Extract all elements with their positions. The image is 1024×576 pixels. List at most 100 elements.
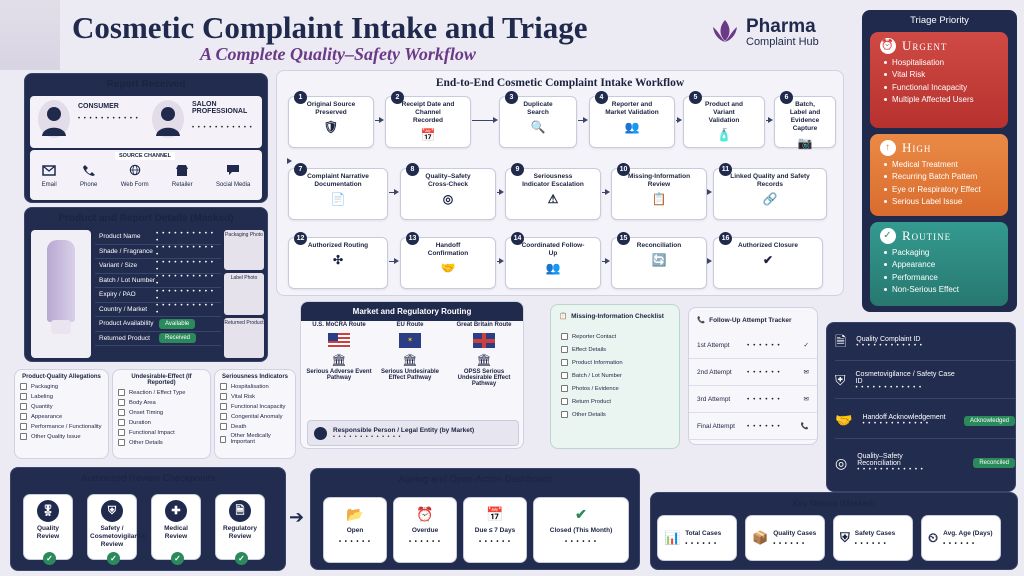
chat-bubble-icon (227, 165, 240, 175)
triage-priority-panel: Triage Priority ⏰Urgent Hospitalisation … (862, 10, 1017, 312)
handshake-icon: 🤝 (440, 261, 456, 275)
row-value: • • • • • • • • • • • (156, 302, 215, 317)
list-item: Functional Incapacity (220, 403, 290, 410)
routing-icon: ✣ (332, 253, 344, 267)
report-received-panel: Report Received CONSUMER • • • • • • • •… (24, 73, 268, 203)
list-item: Vital Risk (884, 70, 998, 79)
step-label: Reporter and Market Validation (605, 101, 659, 116)
lotus-icon (713, 20, 737, 42)
flow-arrow (497, 258, 504, 264)
step-number: 10 (617, 163, 630, 176)
workflow-heading: End-to-End Cosmetic Complaint Intake Wor… (435, 77, 685, 89)
step-label: Quality–Safety Cross-Check (425, 173, 471, 188)
email-icon (42, 165, 56, 176)
checklist-item[interactable]: Photos / Evidence (561, 385, 679, 392)
ageing-card[interactable]: 📅Due ≤ 7 Days• • • • • • (463, 497, 527, 563)
handoff-row: 🤝Handoff Acknowledgement• • • • • • • • … (835, 403, 1015, 439)
list-item: Serious Label Issue (884, 197, 998, 206)
ageing-heading: Ageing and Open-Action Dashboard (398, 474, 552, 485)
attempt-row: 2nd Attempt• • • • • •✉ (689, 359, 817, 386)
checklist-item[interactable]: Other Details (561, 411, 679, 418)
ageing-card[interactable]: ⏰Overdue• • • • • • (393, 497, 457, 563)
checklist-item[interactable]: Effect Details (561, 346, 679, 353)
metrics-heading: Key Metrics (Masked) (792, 498, 876, 508)
alarm-clock-icon: ⏰ (880, 38, 896, 54)
metric-card: ⛨Safety Cases• • • • • • (833, 515, 913, 561)
row-value: • • • • • • • • • • • (156, 258, 215, 273)
channel-label: Phone (80, 182, 98, 188)
ageing-value: • • • • • • (565, 539, 597, 545)
ageing-card[interactable]: ✔Closed (This Month)• • • • • • (533, 497, 629, 563)
list-item: Labeling (20, 393, 103, 400)
page-subtitle: A Complete Quality–Safety Workflow (200, 44, 476, 64)
ageing-card[interactable]: 📂Open• • • • • • (323, 497, 387, 563)
product-quality-allegations: Product-Quality Allegations Packaging La… (14, 369, 109, 459)
si-list: Hospitalisation Vital Risk Functional In… (220, 383, 290, 445)
detail-row-batch: Batch / Lot Number• • • • • • • • • • • (95, 273, 221, 288)
list-item: Other Details (118, 439, 205, 446)
rp-dots: • • • • • • • • • • • • • (333, 433, 402, 440)
globe-icon (129, 164, 140, 176)
checklist-item[interactable]: Reporter Contact (561, 333, 679, 340)
checkmark-icon: ✓ (880, 228, 896, 244)
review-card[interactable]: 🎖Quality Review✓ (23, 494, 73, 565)
review-card[interactable]: 🗎Regulatory Review✓ (215, 494, 265, 565)
checklist-item[interactable]: Return Product (561, 398, 679, 405)
followup-heading: 📞Follow-Up Attempt Tracker (697, 316, 792, 325)
step-label: Complaint Narrative Documentation (307, 173, 369, 188)
building-icon: 🏛 (331, 353, 347, 367)
checklist-item[interactable]: Product Information (561, 359, 679, 366)
list-item: Reaction / Effect Type (118, 389, 205, 396)
consumer-label: CONSUMER (78, 103, 119, 110)
uk-flag-icon (473, 333, 495, 348)
calendar-icon: 📅 (486, 506, 504, 522)
step-label: Coordinated Follow-Up (521, 242, 585, 257)
step-number: 7 (294, 163, 307, 176)
list-item: Functional Incapacity (884, 83, 998, 92)
metric-label: Avg. Age (Days) (943, 529, 993, 537)
step-label: Reconciliation (636, 242, 682, 249)
row-label: Shade / Fragrance (99, 247, 153, 255)
checklist-item[interactable]: Batch / Lot Number (561, 372, 679, 379)
medical-cross-icon: ✚ (165, 500, 187, 522)
clock-icon: ⏰ (416, 506, 434, 522)
shield-check-icon: 🛡 (323, 120, 339, 134)
checklist-heading: 📋Missing-Information Checklist (559, 312, 664, 321)
document-icon: 🗎 (835, 332, 847, 349)
detail-row-product-name: Product Name• • • • • • • • • • • (95, 230, 221, 245)
folder-icon: 📂 (346, 506, 364, 522)
review-card[interactable]: ✚Medical Review✓ (151, 494, 201, 565)
row-label: Returned Product (99, 334, 150, 342)
list-item: Hospitalisation (884, 58, 998, 67)
check-circle-icon: ✔ (762, 253, 774, 267)
list-item: Medical Treatment (884, 160, 998, 169)
routing-heading: Market and Regulatory Routing (301, 302, 523, 321)
case-ids-panel: 🗎Quality Complaint ID• • • • • • • • • •… (826, 322, 1016, 492)
review-card[interactable]: ⛨Safety / Cosmetovigilance Review✓ (87, 494, 146, 565)
review-label: Medical Review (164, 525, 188, 540)
checklist-panel: 📋Missing-Information Checklist Reporter … (550, 304, 680, 449)
flow-arrow (676, 117, 682, 123)
row-label: Product Availability (99, 320, 154, 328)
shield-check-icon: ⛨ (840, 530, 850, 545)
camera-icon: 📷 (797, 136, 813, 150)
ue-list: Reaction / Effect Type Body Area Onset T… (118, 389, 205, 446)
eu-route: EU Route ✶ 🏛 Serious Undesirable Effect … (377, 322, 443, 416)
channel-label: Email (41, 182, 57, 188)
channel-retailer: Retailer (172, 164, 193, 188)
allegations-title: Seriousness Indicators (221, 374, 289, 380)
metric-label: Safety Cases (854, 529, 896, 537)
label-photo: Label Photo (224, 273, 264, 315)
